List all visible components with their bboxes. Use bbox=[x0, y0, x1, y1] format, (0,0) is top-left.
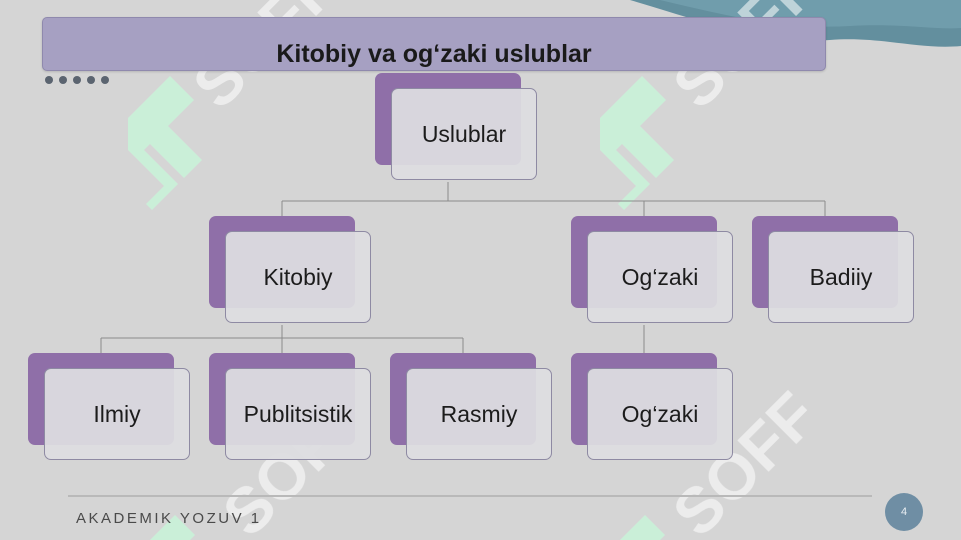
node-label-ogzaki: Og‘zaki bbox=[621, 263, 699, 290]
node-box: Publitsistik bbox=[225, 368, 371, 460]
node-box: Ilmiy bbox=[44, 368, 190, 460]
dot-icon bbox=[73, 76, 81, 84]
dot-icon bbox=[59, 76, 67, 84]
slide-title: Kitobiy va og‘zaki uslublar bbox=[276, 40, 592, 68]
footer-divider bbox=[68, 495, 872, 497]
node-label-uslublar: Uslublar bbox=[421, 120, 507, 147]
dot-icon bbox=[87, 76, 95, 84]
node-label-kitobiy: Kitobiy bbox=[263, 263, 333, 290]
node-box: Kitobiy bbox=[225, 231, 371, 323]
node-label-ogzaki-child: Og‘zaki bbox=[621, 400, 699, 427]
page-number-badge: 4 bbox=[885, 493, 923, 531]
node-label-rasmiy: Rasmiy bbox=[440, 400, 518, 427]
node-box: Rasmiy bbox=[406, 368, 552, 460]
node-box: Og‘zaki bbox=[587, 231, 733, 323]
title-bar: Kitobiy va og‘zaki uslublar bbox=[42, 17, 826, 71]
dot-icon bbox=[45, 76, 53, 84]
node-label-ilmiy: Ilmiy bbox=[93, 400, 141, 427]
node-box: Uslublar bbox=[391, 88, 537, 180]
decorative-dots bbox=[45, 76, 109, 84]
footer-text: AKADEMIK YOZUV 1 bbox=[76, 510, 262, 527]
node-label-publitsistik: Publitsistik bbox=[243, 400, 353, 427]
node-label-badiiy: Badiiy bbox=[809, 263, 873, 290]
node-box: Badiiy bbox=[768, 231, 914, 323]
node-box: Og‘zaki bbox=[587, 368, 733, 460]
dot-icon bbox=[101, 76, 109, 84]
